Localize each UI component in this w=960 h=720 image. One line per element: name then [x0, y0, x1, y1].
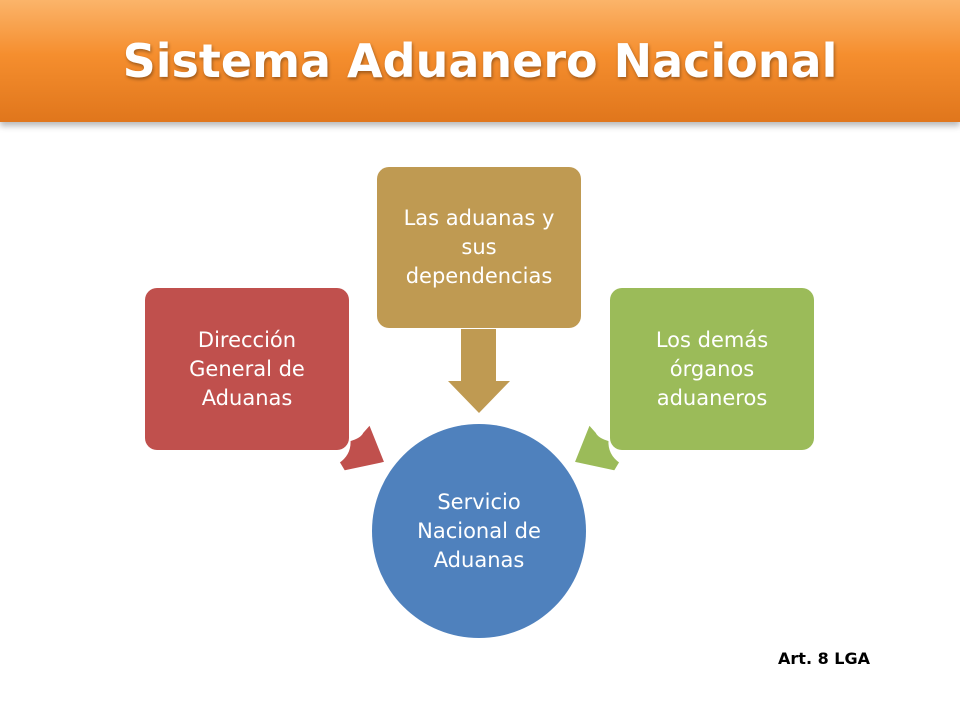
- node-demas-organos-label: Los demás órganos aduaneros: [655, 327, 769, 410]
- center-node-label: Servicio Nacional de Aduanas: [417, 489, 541, 572]
- arrow-top-icon: [448, 329, 510, 413]
- footnote-reference: Art. 8 LGA: [778, 649, 870, 668]
- node-demas-organos: Los demás órganos aduaneros: [610, 288, 814, 450]
- node-direccion-general-label: Dirección General de Aduanas: [189, 327, 305, 410]
- slide-title: Sistema Aduanero Nacional: [122, 34, 838, 88]
- arrow-right-icon: [571, 421, 623, 474]
- title-bar: Sistema Aduanero Nacional: [0, 0, 960, 122]
- node-aduanas-dependencias: Las aduanas y sus dependencias: [377, 167, 581, 328]
- node-direccion-general: Dirección General de Aduanas: [145, 288, 349, 450]
- node-aduanas-dependencias-label: Las aduanas y sus dependencias: [403, 206, 555, 288]
- arrow-left-icon: [336, 421, 388, 474]
- center-node-servicio-nacional: Servicio Nacional de Aduanas: [372, 424, 586, 638]
